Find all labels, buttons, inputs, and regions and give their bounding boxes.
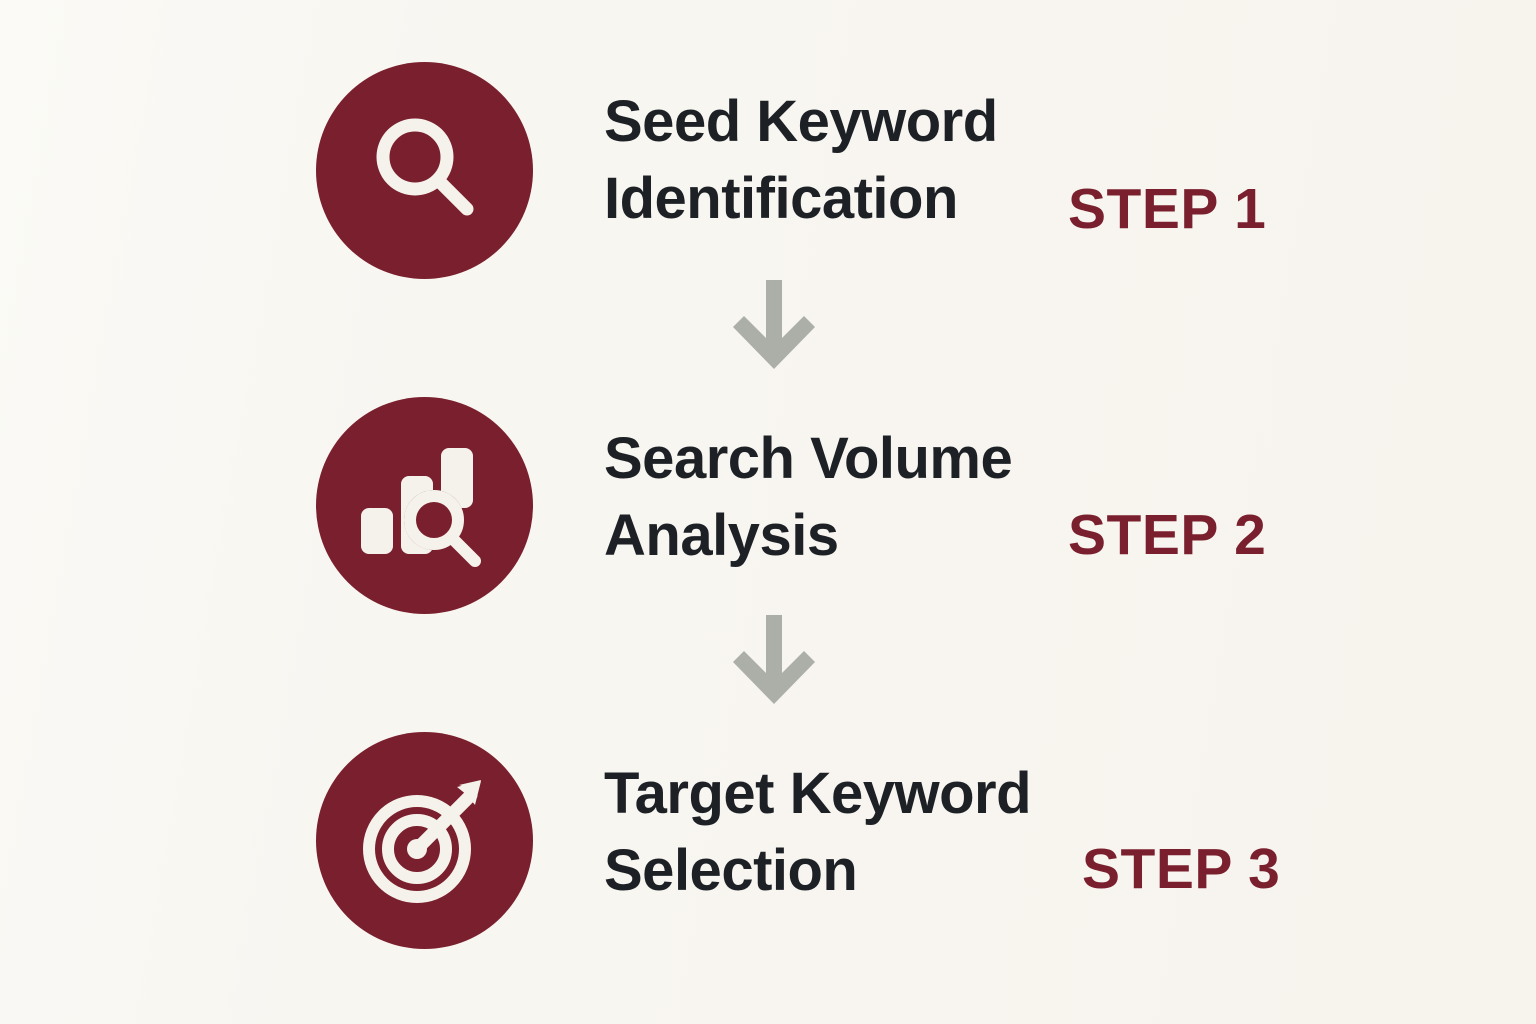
step-1-badge: STEP 1 (1068, 177, 1267, 241)
step-2-title: Search Volume Analysis (604, 426, 1013, 568)
step-2-icon-badge (316, 397, 533, 614)
step-3-icon-badge (316, 732, 533, 949)
step-3-badge: STEP 3 (1082, 837, 1281, 901)
arrow-down-icon (733, 613, 815, 708)
magnifying-glass-icon (361, 107, 489, 235)
step-1-title: Seed Keyword Identification (604, 89, 998, 231)
target-bullseye-arrow-icon (359, 775, 491, 907)
step-3-title: Target Keyword Selection (604, 761, 1032, 903)
flow-step-3: Target Keyword Selection STEP 3 (0, 732, 1536, 952)
arrow-down-icon (733, 278, 815, 373)
step-2-badge: STEP 2 (1068, 503, 1267, 567)
flow-step-2: Search Volume Analysis STEP 2 (0, 397, 1536, 617)
step-1-icon-badge (316, 62, 533, 279)
bar-chart-search-icon (359, 442, 491, 570)
flow-step-1: Seed Keyword Identification STEP 1 (0, 62, 1536, 282)
